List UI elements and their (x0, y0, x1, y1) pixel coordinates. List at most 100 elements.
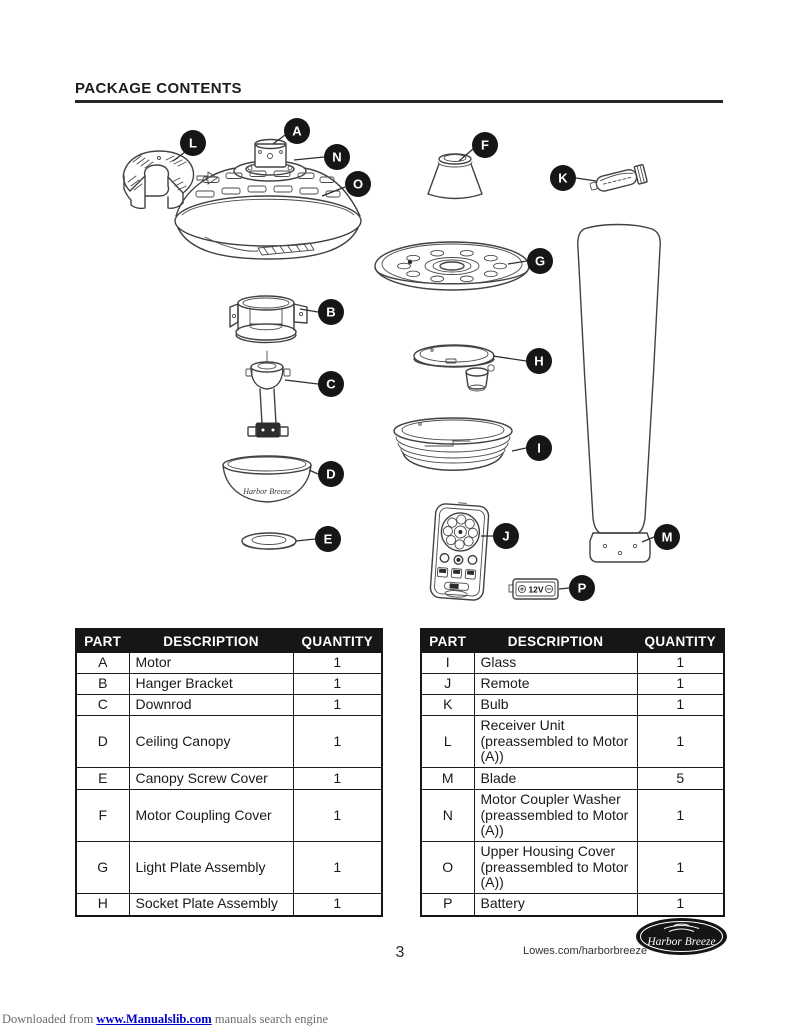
svg-text:D: D (326, 467, 335, 482)
part-glass-drawing (393, 417, 513, 471)
description-cell: Light Plate Assembly (128, 841, 294, 894)
label-badge-c: C (318, 371, 344, 397)
table-row: J Remote 1 (420, 673, 725, 695)
label-badge-a: A (284, 118, 310, 144)
part-battery-drawing: 12V (508, 578, 559, 600)
quantity-cell: 1 (636, 715, 725, 768)
part-motor-drawing (174, 138, 362, 260)
svg-text:K: K (558, 171, 568, 186)
svg-text:N: N (332, 150, 341, 165)
part-downrod-drawing (245, 350, 291, 438)
description-cell: Motor (128, 652, 294, 674)
label-badge-n: N (324, 144, 350, 170)
label-badge-i: I (526, 435, 552, 461)
page-number: 3 (395, 944, 405, 961)
part-cell: A (75, 652, 130, 674)
table-row: O Upper Housing Cover (preassembled to M… (420, 841, 725, 894)
part-cell: D (75, 715, 130, 768)
description-cell: Motor Coupling Cover (128, 789, 294, 842)
part-hanger-bracket-drawing (229, 295, 308, 344)
col-header-description: DESCRIPTION (128, 628, 294, 653)
logo-waves-icon (663, 923, 700, 932)
label-badge-h: H (526, 348, 552, 374)
part-light-plate-drawing (374, 241, 530, 291)
label-badge-o: O (345, 171, 371, 197)
table-row: K Bulb 1 (420, 694, 725, 716)
description-cell: Blade (473, 767, 638, 790)
svg-text:L: L (189, 136, 197, 151)
svg-text:F: F (481, 138, 489, 153)
table-row: M Blade 5 (420, 767, 725, 790)
table-row: B Hanger Bracket 1 (75, 673, 383, 695)
svg-text:G: G (535, 254, 545, 269)
quantity-cell: 1 (292, 789, 383, 842)
table-row: A Motor 1 (75, 652, 383, 674)
quantity-cell: 1 (636, 789, 725, 842)
watermark-suffix: manuals search engine (211, 1012, 328, 1026)
canopy-brand-text: Harbor Breeze (242, 487, 291, 496)
svg-text:O: O (353, 177, 363, 192)
part-cell: L (420, 715, 475, 768)
label-badge-j: J (493, 523, 519, 549)
quantity-cell: 1 (292, 893, 383, 916)
description-cell: Downrod (128, 694, 294, 716)
table-row: N Motor Coupler Washer (preassembled to … (420, 789, 725, 842)
svg-text:H: H (534, 354, 543, 369)
description-cell: Battery (473, 893, 638, 916)
part-cell: K (420, 694, 475, 716)
description-cell: Receiver Unit (preassembled to Motor (A)… (473, 715, 638, 768)
part-screw-cover-drawing (241, 532, 297, 550)
description-cell: Glass (473, 652, 638, 674)
part-cell: P (420, 893, 475, 916)
col-header-part: PART (420, 628, 475, 653)
part-coupling-cover-drawing (427, 153, 483, 200)
svg-text:C: C (326, 377, 336, 392)
description-cell: Socket Plate Assembly (128, 893, 294, 916)
label-badge-m: M (654, 524, 680, 550)
quantity-cell: 5 (636, 767, 725, 790)
description-cell: Bulb (473, 694, 638, 716)
table-row: F Motor Coupling Cover 1 (75, 789, 383, 842)
part-receiver-drawing (122, 150, 195, 210)
part-cell: E (75, 767, 130, 790)
label-badge-g: G (527, 248, 553, 274)
description-cell: Motor Coupler Washer (preassembled to Mo… (473, 789, 638, 842)
description-cell: Ceiling Canopy (128, 715, 294, 768)
part-cell: I (420, 652, 475, 674)
part-cell: O (420, 841, 475, 894)
quantity-cell: 1 (292, 767, 383, 790)
table-header-row: PART DESCRIPTION QUANTITY (75, 628, 383, 653)
description-cell: Canopy Screw Cover (128, 767, 294, 790)
part-cell: J (420, 673, 475, 695)
battery-voltage-text: 12V (528, 585, 543, 595)
label-badge-l: L (180, 130, 206, 156)
watermark: Downloaded from www.Manualslib.com manua… (2, 1012, 328, 1027)
label-badge-p: P (569, 575, 595, 601)
quantity-cell: 1 (636, 841, 725, 894)
table-row: I Glass 1 (420, 652, 725, 674)
logo-brand-text: Harbor Breeze (646, 936, 715, 948)
description-cell: Hanger Bracket (128, 673, 294, 695)
page-title: PACKAGE CONTENTS (75, 80, 242, 97)
table-row: H Socket Plate Assembly 1 (75, 893, 383, 916)
label-badge-e: E (315, 526, 341, 552)
part-cell: C (75, 694, 130, 716)
col-header-quantity: QUANTITY (292, 628, 383, 653)
part-socket-plate-drawing (413, 344, 495, 392)
quantity-cell: 1 (636, 673, 725, 695)
label-badge-f: F (472, 132, 498, 158)
table-row: P Battery 1 (420, 893, 725, 916)
description-cell: Upper Housing Cover (preassembled to Mot… (473, 841, 638, 894)
table-row: G Light Plate Assembly 1 (75, 841, 383, 894)
label-badge-d: D (318, 461, 344, 487)
part-bulb-drawing (589, 164, 648, 192)
manualslib-link[interactable]: www.Manualslib.com (96, 1012, 212, 1026)
part-cell: M (420, 767, 475, 790)
quantity-cell: 1 (636, 652, 725, 674)
parts-table-left: PART DESCRIPTION QUANTITY A Motor 1 B Ha… (75, 628, 383, 917)
label-badge-k: K (550, 165, 576, 191)
col-header-description: DESCRIPTION (473, 628, 638, 653)
svg-text:A: A (292, 124, 302, 139)
svg-text:B: B (326, 305, 335, 320)
